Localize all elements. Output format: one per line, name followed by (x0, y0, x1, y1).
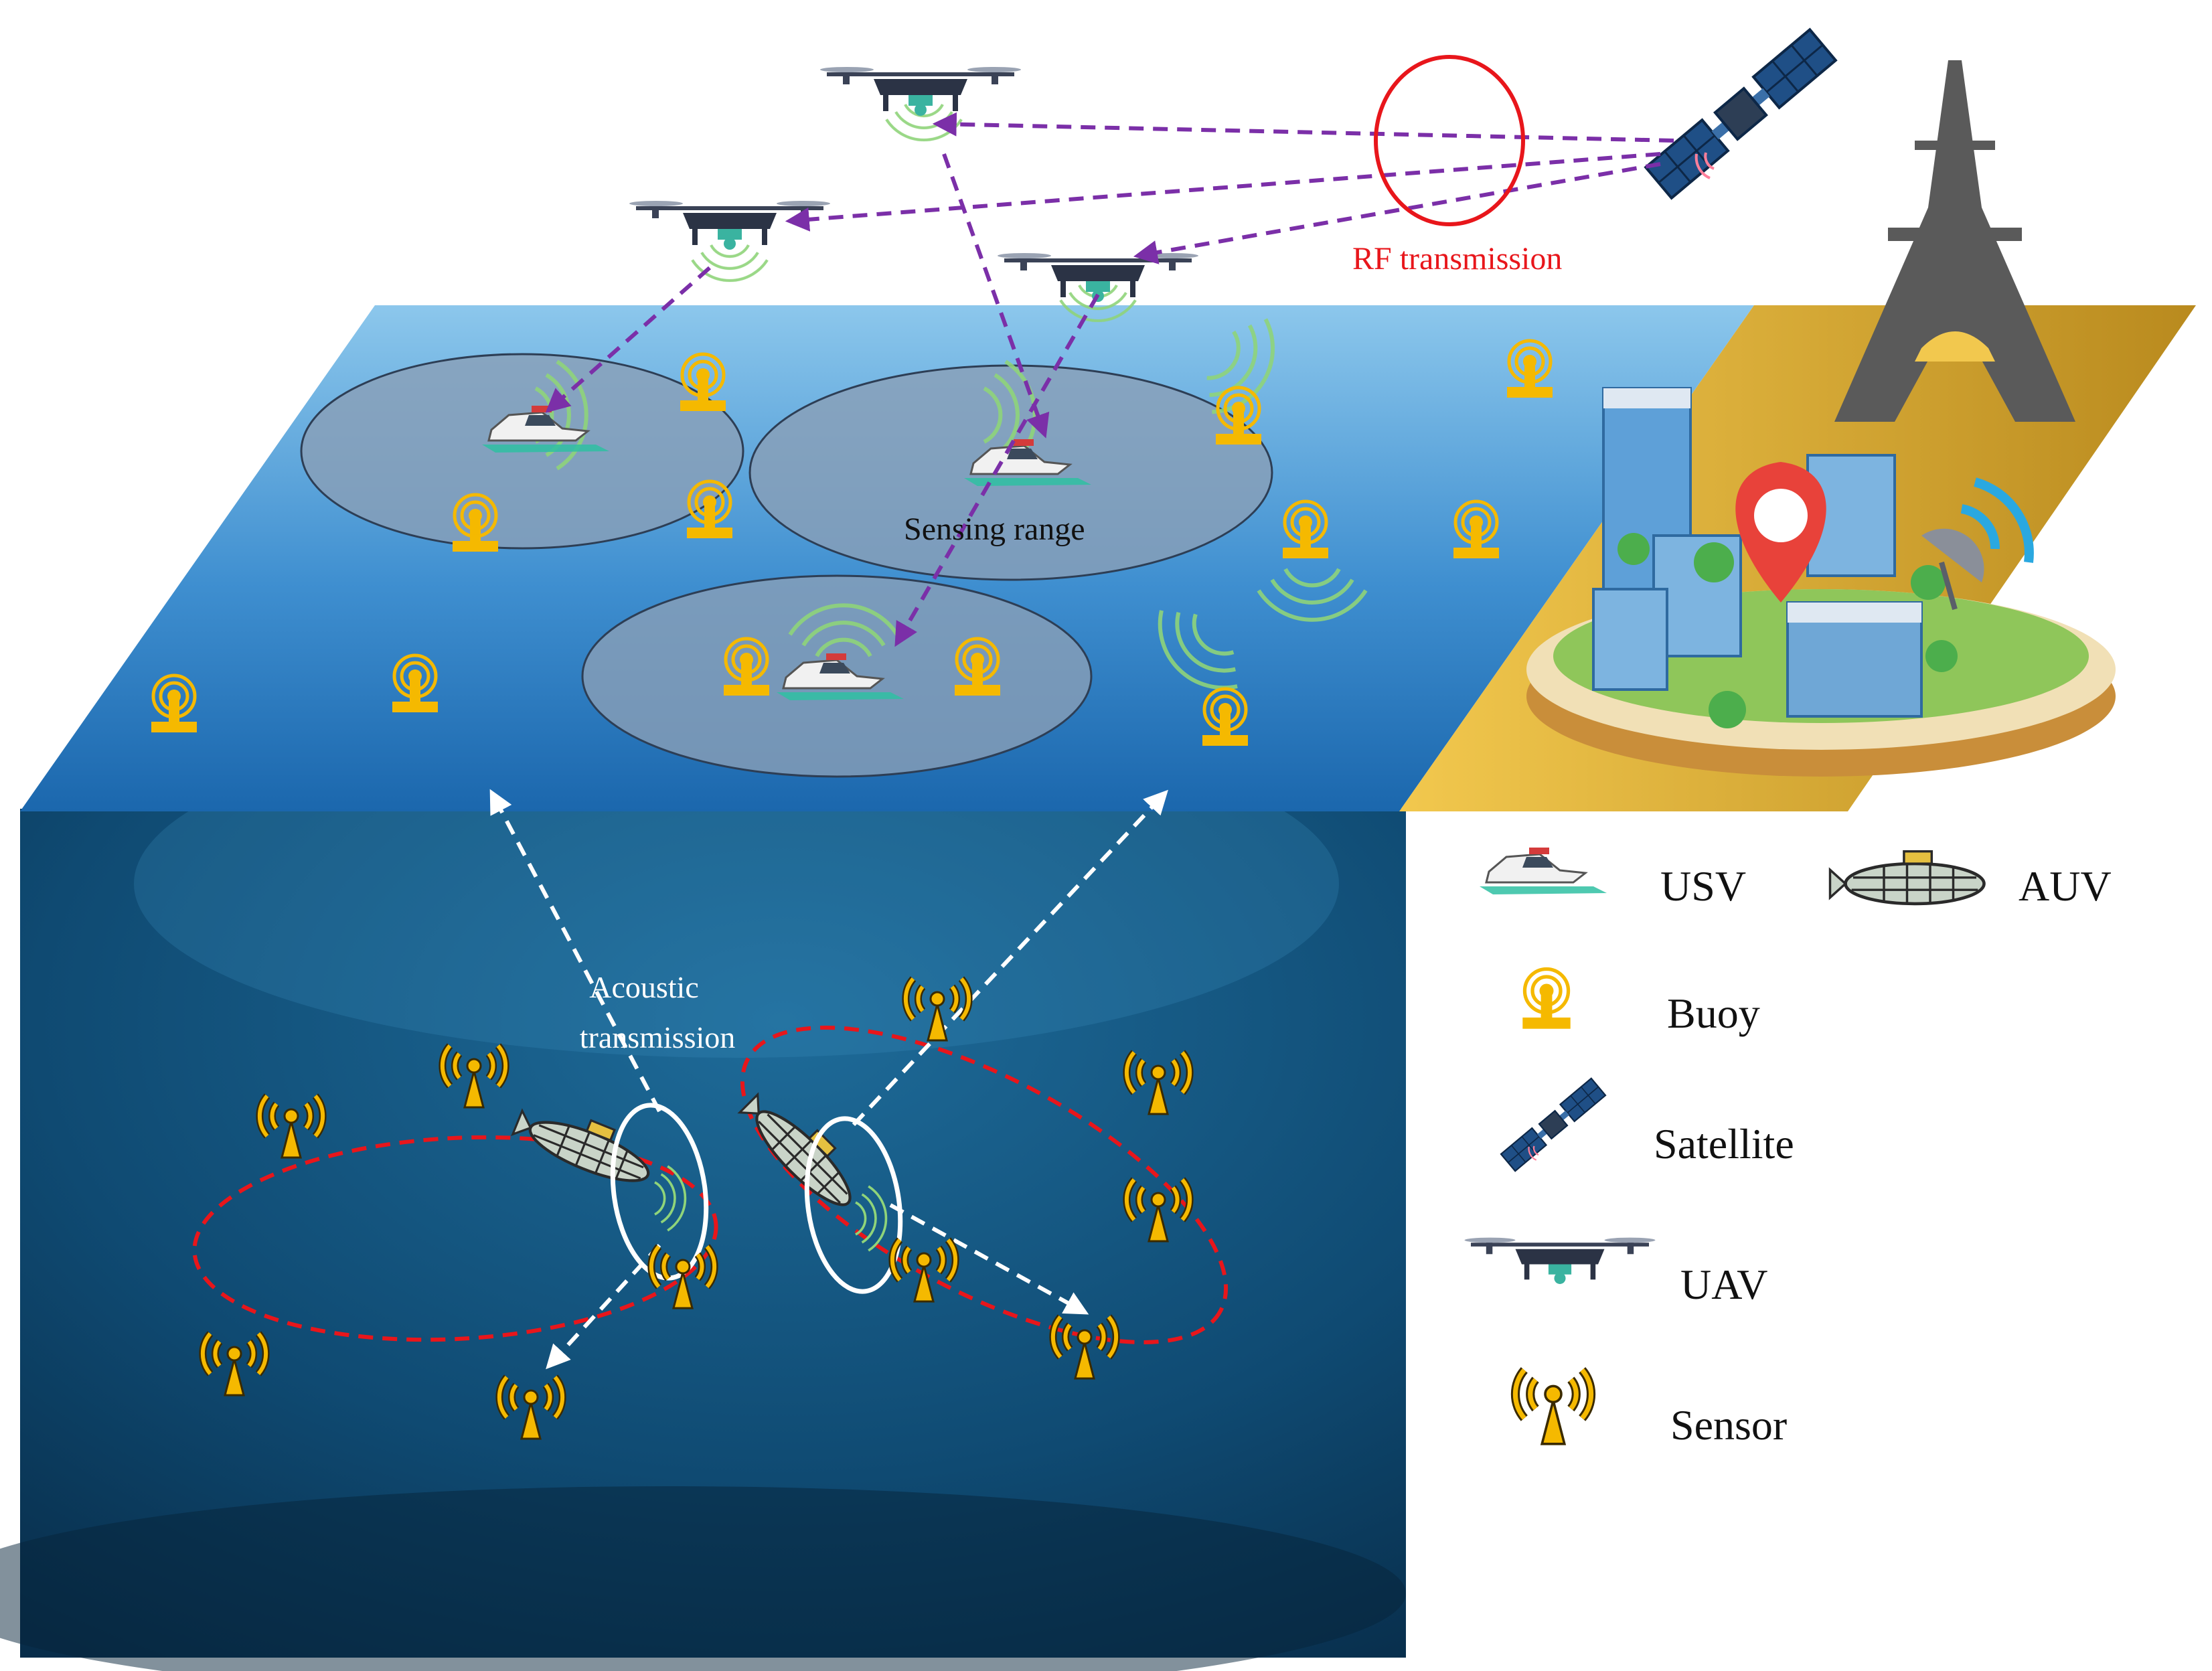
uav-icon (820, 67, 1021, 116)
city-island-icon (1526, 387, 2116, 777)
rf-links (545, 112, 1674, 647)
acoustic-highlight (804, 1116, 903, 1294)
legend-buoy: Buoy (1522, 969, 1760, 1037)
auv-icon (1830, 852, 1984, 904)
legend-uav-label: UAV (1680, 1261, 1767, 1308)
legend-sensor-label: Sensor (1670, 1401, 1787, 1449)
sensor-icon (1515, 1370, 1591, 1443)
legend-sensor: Sensor (1515, 1370, 1787, 1449)
auv-paths (192, 1026, 1229, 1344)
usv-icon (1478, 846, 1608, 896)
legend-uav: UAV (1464, 1237, 1767, 1308)
satellite-icon (1500, 1077, 1607, 1172)
uav-icon (1464, 1237, 1656, 1284)
legend-buoy-label: Buoy (1667, 989, 1760, 1037)
buoy-icon (1522, 969, 1570, 1028)
legend-auv-label: AUV (2019, 862, 2112, 910)
acoustic-label-line2: transmission (580, 1020, 736, 1054)
dish-icon (1921, 477, 2034, 611)
acoustic-links (489, 789, 1168, 1370)
rf-highlight (1374, 55, 1525, 226)
satellite-icon (1644, 28, 1837, 200)
legend-auv: AUV (1830, 852, 2112, 910)
tower-icon (1834, 60, 2075, 422)
legend-satellite-label: Satellite (1654, 1120, 1794, 1168)
sensing-range-label: Sensing range (904, 511, 1085, 547)
legend-usv: USV (1478, 846, 1746, 910)
acoustic-highlight (610, 1103, 709, 1281)
rf-label: RF transmission (1352, 241, 1562, 276)
uav-icon (629, 201, 830, 250)
seabed-shade (0, 1486, 1406, 1671)
map-pin-icon (1735, 462, 1826, 603)
legend-satellite: Satellite (1500, 1077, 1794, 1172)
legend-usv-label: USV (1660, 862, 1746, 910)
acoustic-label-line1: Acoustic (589, 970, 699, 1004)
legend: USV AUV Buoy Satellite UAV Sensor (1464, 846, 2112, 1449)
